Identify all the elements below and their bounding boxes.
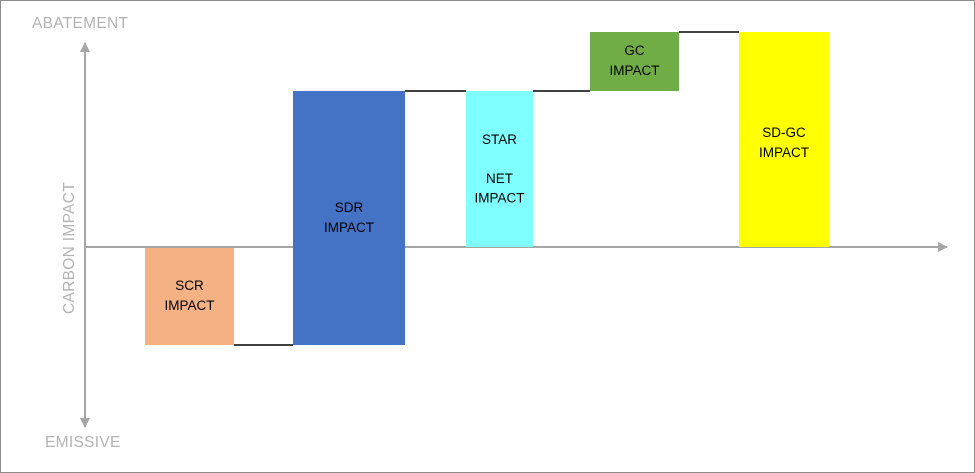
- sdr-impact-rect: [293, 91, 405, 345]
- sdr-label-line: IMPACT: [324, 220, 374, 235]
- star-label-line: IMPACT: [475, 191, 525, 206]
- impact-box-scr: SCR IMPACT: [145, 248, 234, 345]
- scr-label-line: SCR: [175, 278, 204, 293]
- sdgc-impact-label: SD-GC IMPACT: [759, 125, 809, 160]
- impact-box-sdr: SDR IMPACT: [293, 91, 405, 345]
- star-net-impact-label: STAR NET IMPACT: [475, 132, 525, 206]
- sdr-label-line: SDR: [335, 200, 364, 215]
- sdgc-label-line: SD-GC: [762, 125, 806, 140]
- star-label-line: STAR: [482, 132, 517, 147]
- axis-label-carbon-impact: CARBON IMPACT: [61, 182, 78, 314]
- sdgc-label-line: IMPACT: [759, 145, 809, 160]
- gc-impact-label: GC IMPACT: [610, 43, 660, 78]
- star-net-impact-rect: [466, 91, 533, 247]
- scr-impact-label: SCR IMPACT: [165, 278, 215, 313]
- sdgc-impact-rect: [739, 32, 829, 247]
- scr-impact-rect: [145, 248, 234, 345]
- gc-label-line: IMPACT: [610, 63, 660, 78]
- scr-label-line: IMPACT: [165, 298, 215, 313]
- axis-label-abatement: ABATEMENT: [32, 15, 129, 32]
- impact-box-gc: GC IMPACT: [590, 32, 679, 91]
- gc-label-line: GC: [624, 43, 645, 58]
- axis-label-emissive: EMISSIVE: [45, 434, 121, 451]
- impact-box-star: STAR NET IMPACT: [466, 91, 533, 247]
- sdr-impact-label: SDR IMPACT: [324, 200, 374, 235]
- gc-impact-rect: [590, 32, 679, 91]
- star-label-line: NET: [486, 171, 513, 186]
- impact-box-sdgc: SD-GC IMPACT: [739, 32, 829, 247]
